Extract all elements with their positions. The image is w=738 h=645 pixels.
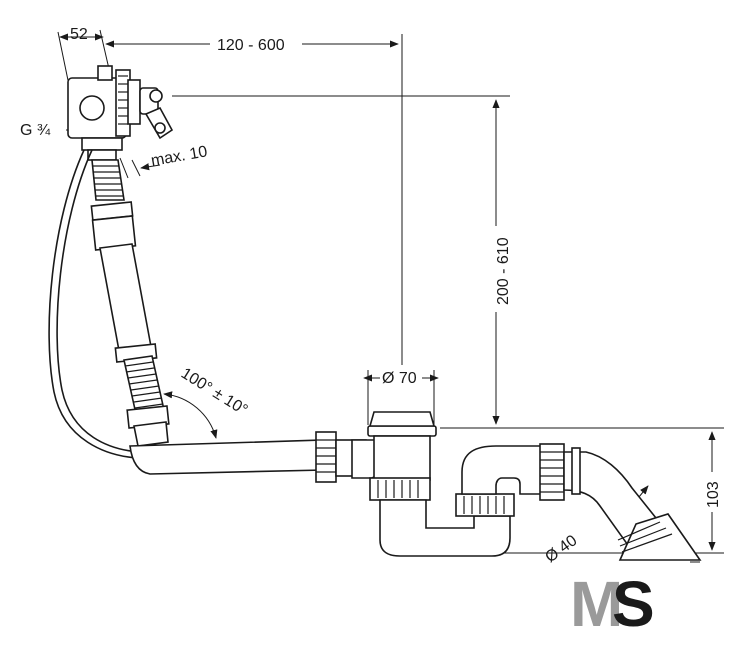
trap [379,443,702,563]
dim-pipe-dia: Ø 40 [542,532,580,566]
flexible-hose-outer [48,149,139,459]
dimension-labels: 52 120 - 600 200 - 610 G ¾ max. 10 100° … [20,26,722,566]
dim-angle: 100° ± 10° [178,365,251,419]
overflow-pipe [90,159,170,447]
logo-letter-m: M [570,568,623,640]
horizontal-connector [129,431,389,483]
dim-max-gap: max. 10 [150,143,209,170]
dim-reach: 120 - 600 [217,37,285,54]
ms-logo: M S [570,568,655,640]
logo-letter-s: S [612,568,655,640]
drain-body [367,411,437,501]
dim-trap-height: 103 [705,481,722,508]
dim-height: 200 - 610 [495,237,512,305]
dim-drain-dia: Ø 70 [382,370,417,387]
dim-width-52: 52 [70,26,88,43]
overflow-head [67,65,174,161]
dim-thread: G ¾ [20,122,51,139]
flexible-hose [56,149,141,453]
